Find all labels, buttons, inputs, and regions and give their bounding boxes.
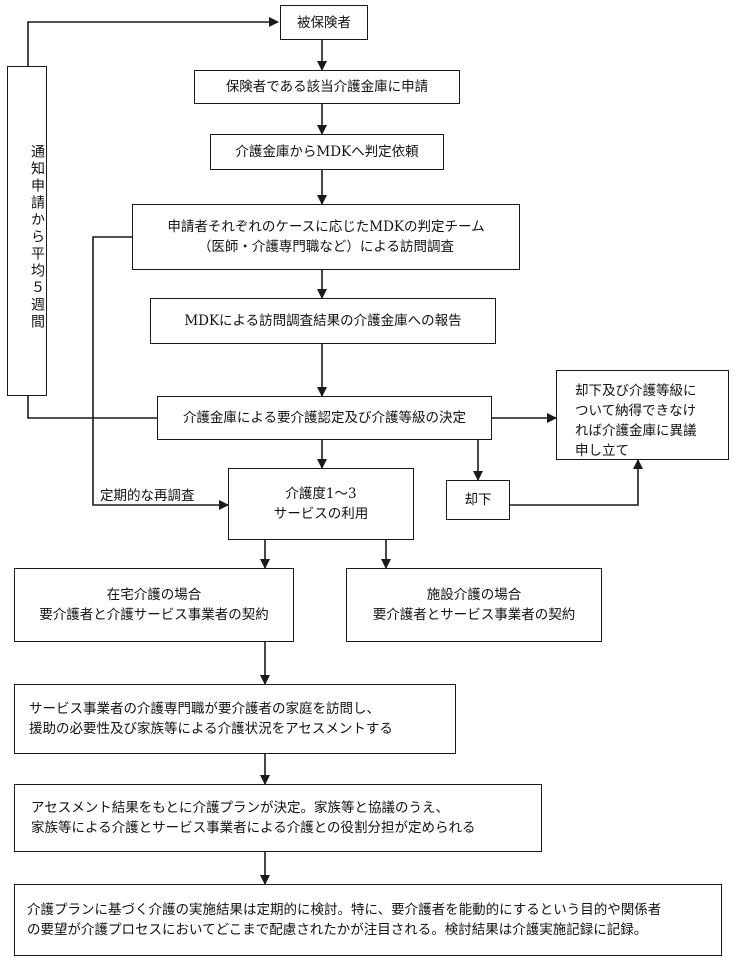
label-periodic-resurvey: 定期的な再調査 — [100, 488, 195, 504]
node-text-line: 在宅介護の場合 — [106, 587, 202, 603]
node-care-plan: アセスメント結果をもとに介護プランが決定。家族等と協議のうえ、家族等による介護と… — [14, 784, 542, 852]
node-report: MDKによる訪問調査結果の介護金庫への報告 — [150, 298, 496, 344]
node-text-line: 介護金庫からMDKへ判定依頼 — [235, 144, 419, 160]
node-insured: 被保険者 — [280, 5, 368, 40]
node-text-line: 家族等による介護とサービス事業者による介護との役割分担が定められる — [31, 820, 476, 836]
node-text-line: 申し立て — [575, 443, 629, 459]
node-text-line: ついて納得できなけ — [575, 403, 697, 419]
node-text-line: サービス事業者の介護専門職が要介護者の家庭を訪問し、 — [29, 701, 380, 717]
node-text-line: 却下及び介護等級に — [575, 383, 697, 399]
node-request-mdk: 介護金庫からMDKへ判定依頼 — [210, 134, 444, 170]
node-text-line: サービスの利用 — [273, 506, 369, 522]
node-side-note: 通知申請から平均５週間 — [7, 66, 47, 396]
node-text-line: アセスメント結果をもとに介護プランが決定。家族等と協議のうえ、 — [31, 800, 449, 816]
node-care-level: 介護度1～3 サービスの利用 — [228, 468, 414, 540]
node-text-line: の要望が介護プロセスにおいてどこまで配慮されたかが注目される。検討結果は介護実施… — [27, 922, 648, 938]
node-text-line: 介護度1～3 — [285, 486, 357, 502]
node-appeal: 却下及び介護等級について納得できなければ介護金庫に異議申し立て — [556, 370, 729, 460]
node-text-line: 通知申請から平均５週間 — [29, 143, 45, 331]
node-text-line: 被保険者 — [297, 14, 351, 31]
node-text-line: 介護金庫による要介護認定及び介護等級の決定 — [182, 410, 467, 426]
node-text-line: 介護プランに基づく介護の実施結果は定期的に検討。特に、要介護者を能動的にするとい… — [27, 902, 662, 918]
arrow-rejection-to-appeal — [510, 459, 643, 506]
node-text-line: （医師・介護専門職など）による訪問調査 — [197, 239, 455, 255]
node-text-line: 却下 — [464, 492, 492, 508]
node-review: 介護プランに基づく介護の実施結果は定期的に検討。特に、要介護者を能動的にするとい… — [14, 884, 722, 956]
node-text-line: 要介護者と介護サービス事業者の契約 — [39, 607, 269, 623]
node-home-care: 在宅介護の場合要介護者と介護サービス事業者の契約 — [14, 568, 294, 642]
arrow-periodic-resurvey — [92, 236, 229, 510]
node-text-line: MDKによる訪問調査結果の介護金庫への報告 — [184, 313, 462, 329]
node-text-line: れば介護金庫に異議 — [575, 423, 697, 439]
node-facility-care: 施設介護の場合要介護者とサービス事業者の契約 — [346, 568, 602, 642]
node-apply: 保険者である該当介護金庫に申請 — [194, 70, 460, 104]
node-text-line: 援助の必要性及び家族等による介護状況をアセスメントする — [29, 721, 393, 737]
node-text-line: 保険者である該当介護金庫に申請 — [225, 79, 429, 95]
node-visit-survey: 申請者それぞれのケースに応じたMDKの判定チーム （医師・介護専門職など）による訪… — [132, 204, 520, 270]
node-assessment: サービス事業者の介護専門職が要介護者の家庭を訪問し、援助の必要性及び家族等による… — [14, 684, 456, 754]
node-text-line: 要介護者とサービス事業者の契約 — [372, 607, 576, 623]
node-decision: 介護金庫による要介護認定及び介護等級の決定 — [157, 396, 492, 440]
node-text-line: 申請者それぞれのケースに応じたMDKの判定チーム — [167, 219, 485, 235]
node-text-line: 施設介護の場合 — [426, 587, 522, 603]
node-rejection: 却下 — [446, 480, 510, 520]
